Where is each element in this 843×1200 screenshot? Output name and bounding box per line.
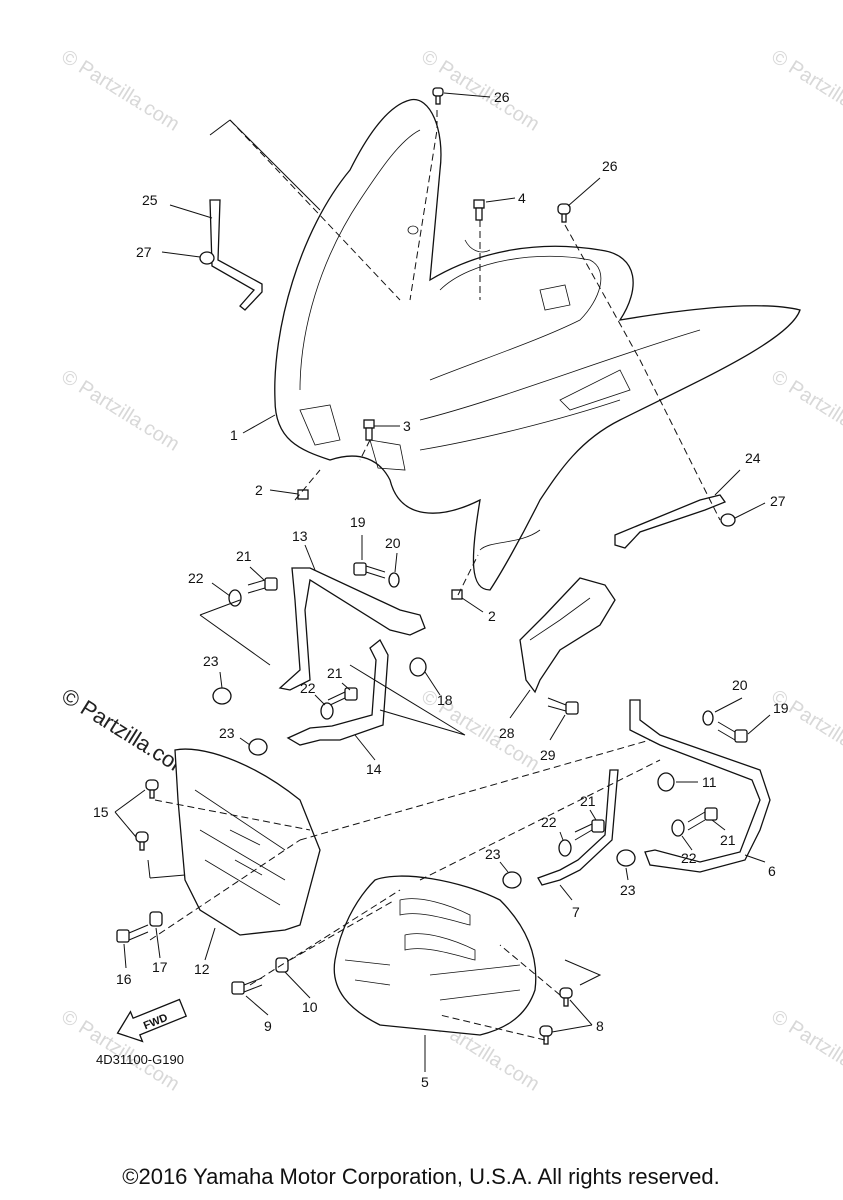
callout-7[interactable]: 7 [572, 904, 580, 920]
callout-23[interactable]: 23 [219, 725, 235, 741]
callout-14[interactable]: 14 [366, 761, 382, 777]
callout-25[interactable]: 25 [142, 192, 158, 208]
callout-10[interactable]: 10 [302, 999, 318, 1015]
callout-26[interactable]: 26 [602, 158, 618, 174]
watermark: © Partzilla.com [767, 366, 843, 456]
callout-8[interactable]: 8 [596, 1018, 604, 1034]
copyright-text: ©2016 Yamaha Motor Corporation, U.S.A. A… [122, 1164, 719, 1189]
watermark: © Partzilla.com [767, 46, 843, 136]
callout-22[interactable]: 22 [300, 680, 316, 696]
callout-15[interactable]: 15 [93, 804, 109, 820]
bracket-25 [209, 199, 263, 311]
callout-29[interactable]: 29 [540, 747, 556, 763]
callout-21[interactable]: 21 [236, 548, 252, 564]
bracket-24 [614, 494, 727, 549]
diagram-code: 4D31100-G190 [96, 1052, 184, 1067]
callout-27[interactable]: 27 [770, 493, 786, 509]
callout-12[interactable]: 12 [194, 961, 210, 977]
callout-2[interactable]: 2 [255, 482, 263, 498]
fasteners [116, 87, 748, 1045]
callout-23[interactable]: 23 [620, 882, 636, 898]
callout-26[interactable]: 26 [494, 89, 510, 105]
callout-23[interactable]: 23 [485, 846, 501, 862]
callout-1[interactable]: 1 [230, 427, 238, 443]
callout-17[interactable]: 17 [152, 959, 168, 975]
callout-20[interactable]: 20 [732, 677, 748, 693]
callout-24[interactable]: 24 [745, 450, 761, 466]
assembly-lines [149, 110, 721, 1041]
callout-21[interactable]: 21 [580, 793, 596, 809]
callout-27[interactable]: 27 [136, 244, 152, 260]
callout-19[interactable]: 19 [773, 700, 789, 716]
callout-22[interactable]: 22 [188, 570, 204, 586]
frame-6 [629, 699, 771, 873]
cover-28 [519, 577, 616, 694]
callout-5[interactable]: 5 [421, 1074, 429, 1090]
callout-19[interactable]: 19 [350, 514, 366, 530]
callout-22[interactable]: 22 [681, 850, 697, 866]
mudguard-12 [174, 748, 321, 936]
frame-7 [537, 769, 619, 886]
callout-20[interactable]: 20 [385, 535, 401, 551]
watermark: © Partzilla.com [57, 366, 183, 456]
callout-21[interactable]: 21 [327, 665, 343, 681]
callout-6[interactable]: 6 [768, 863, 776, 879]
rear-fender [274, 99, 801, 591]
leader-lines [114, 92, 771, 1072]
callout-16[interactable]: 16 [116, 971, 132, 987]
callout-4[interactable]: 4 [518, 190, 526, 206]
callout-13[interactable]: 13 [292, 528, 308, 544]
callout-labels: 1 2 2 3 4 5 6 7 8 9 10 11 12 13 14 15 16… [93, 89, 789, 1090]
callout-9[interactable]: 9 [264, 1018, 272, 1034]
callout-22[interactable]: 22 [541, 814, 557, 830]
watermark: © Partzilla.com [767, 1006, 843, 1096]
callout-21[interactable]: 21 [720, 832, 736, 848]
callout-3[interactable]: 3 [403, 418, 411, 434]
callout-2[interactable]: 2 [488, 608, 496, 624]
callout-18[interactable]: 18 [437, 692, 453, 708]
callout-23[interactable]: 23 [203, 653, 219, 669]
frame-13-14 [278, 567, 426, 746]
watermark: © Partzilla.com [57, 46, 183, 136]
mudguard-5 [333, 875, 537, 1036]
callout-11[interactable]: 11 [702, 774, 717, 790]
callout-28[interactable]: 28 [499, 725, 515, 741]
